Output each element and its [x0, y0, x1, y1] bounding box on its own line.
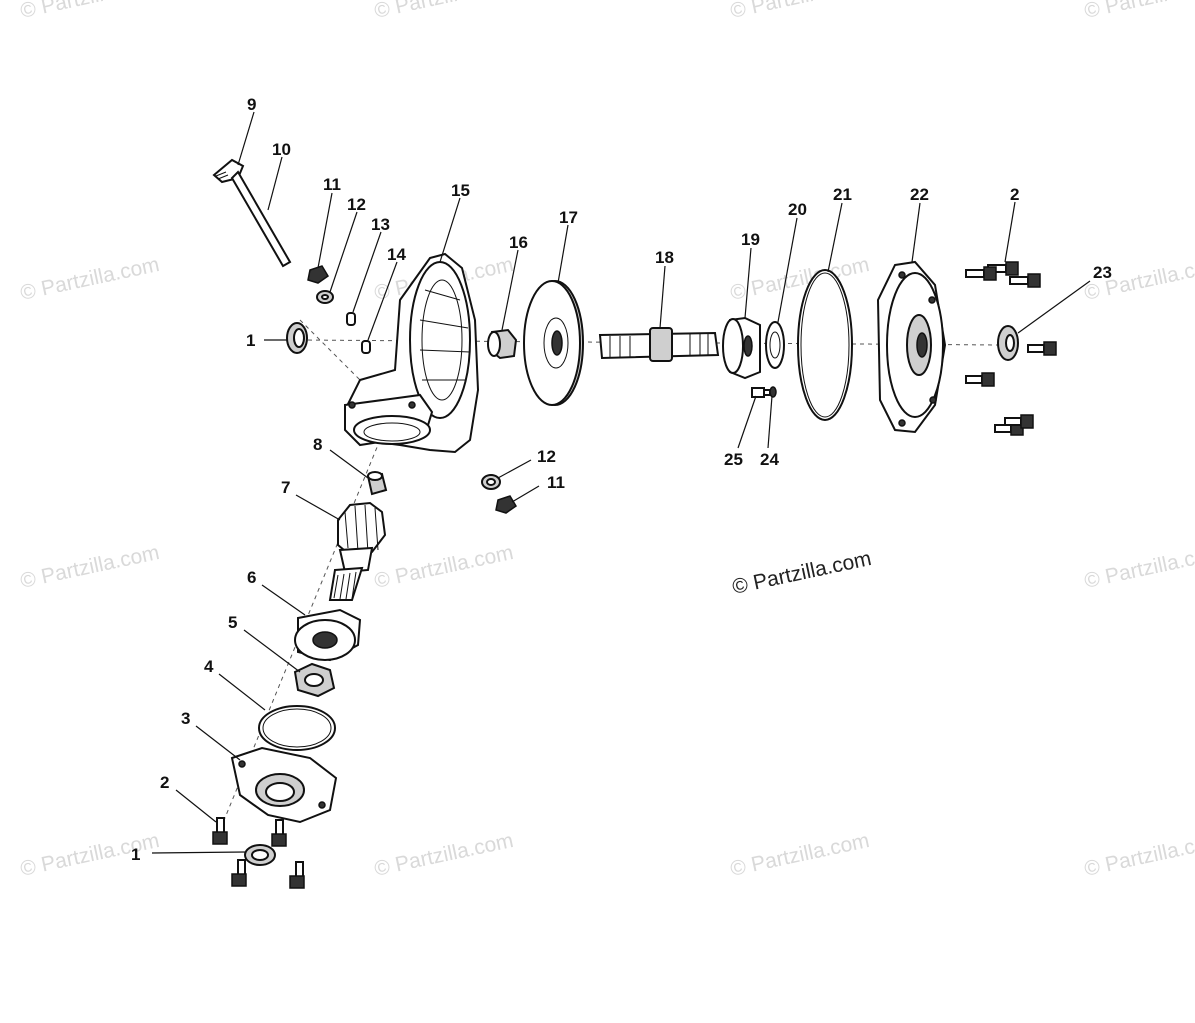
callout-2-bottom: 2: [160, 773, 169, 792]
callout-3: 3: [181, 709, 190, 728]
part-12-washer: [316, 290, 334, 304]
callout-24: 24: [760, 450, 779, 469]
callout-6: 6: [247, 568, 256, 587]
callout-9: 9: [247, 95, 256, 114]
callout-7: 7: [281, 478, 290, 497]
part-6-bearing: [294, 608, 362, 662]
callout-12: 12: [347, 195, 366, 214]
part-4-o-ring: [258, 705, 336, 751]
part-5-nut: [293, 662, 336, 698]
part-17-ring-gear: [523, 280, 584, 406]
callout-23: 23: [1093, 263, 1112, 282]
watermark-faint: © Partzilla.com: [1082, 541, 1195, 593]
part-2-bolts-right: [965, 261, 1057, 436]
part-14-dowel-pin: [361, 340, 371, 354]
watermark-main: © Partzilla.com: [730, 547, 873, 599]
callout-8: 8: [313, 435, 322, 454]
part-11-plug: [307, 265, 330, 284]
part-19-bearing: [722, 316, 761, 380]
callout-25: 25: [724, 450, 743, 469]
watermark-faint: © Partzilla.com: [18, 541, 161, 593]
part-11-plug-lower: [495, 495, 518, 514]
part-24-washer: [769, 386, 777, 398]
callout-5: 5: [228, 613, 237, 632]
part-25-bolt: [751, 387, 771, 398]
part-22-cover: [876, 260, 947, 434]
watermark-faint: © Partzilla.com: [372, 541, 515, 593]
callout-22: 22: [910, 185, 929, 204]
part-8-bushing: [366, 471, 388, 496]
part-15-gearcase-housing: [343, 252, 480, 454]
callout-21: 21: [833, 185, 852, 204]
watermark-faint: © Partzilla.com: [728, 829, 871, 881]
callout-12-lower: 12: [537, 447, 556, 466]
callout-17: 17: [559, 208, 578, 227]
callout-11: 11: [323, 175, 341, 194]
part-16-bushing: [487, 328, 518, 360]
part-10-vent-hose: [230, 170, 292, 268]
watermark-faint: © Partzilla.com: [728, 0, 871, 23]
callout-labels: 9 10 11 12 13 14 15 16 17 18 19 20 21 22…: [131, 95, 1112, 864]
callout-16: 16: [509, 233, 528, 252]
watermark-faint: © Partzilla.com: [372, 0, 515, 23]
part-2-bolts-bottom: [212, 817, 305, 889]
leader-lines: [151, 111, 1091, 854]
part-18-output-shaft: [598, 327, 720, 362]
callout-18: 18: [655, 248, 674, 267]
watermark-faint: © Partzilla.com: [18, 0, 161, 23]
watermark-faint: © Partzilla.com: [18, 253, 161, 305]
callout-10: 10: [272, 140, 291, 159]
part-23-seal: [997, 325, 1019, 361]
callout-15: 15: [451, 181, 470, 200]
part-13-dowel-pin: [346, 312, 356, 326]
watermark-faint: © Partzilla.com: [372, 829, 515, 881]
callout-1-lower: 1: [131, 845, 140, 864]
callout-11-lower: 11: [547, 473, 565, 492]
part-7-pinion-gear: [328, 501, 387, 601]
faint-watermarks: © Partzilla.com © Partzilla.com © Partzi…: [18, 0, 1195, 881]
callout-13: 13: [371, 215, 390, 234]
callout-20: 20: [788, 200, 807, 219]
part-1-seal-lower: [244, 844, 276, 866]
part-20-shim: [765, 321, 785, 369]
watermark-faint: © Partzilla.com: [1082, 829, 1195, 881]
callout-2-right: 2: [1010, 185, 1019, 204]
watermark-faint: © Partzilla.com: [1082, 0, 1195, 23]
part-3-pinion-cover: [230, 746, 338, 824]
callout-4: 4: [204, 657, 214, 676]
callout-19: 19: [741, 230, 760, 249]
callout-14: 14: [387, 245, 406, 264]
part-1-seal-upper: [286, 322, 308, 354]
part-21-o-ring: [797, 269, 853, 421]
part-12-washer-lower: [481, 474, 501, 490]
callout-1-upper: 1: [246, 331, 255, 350]
